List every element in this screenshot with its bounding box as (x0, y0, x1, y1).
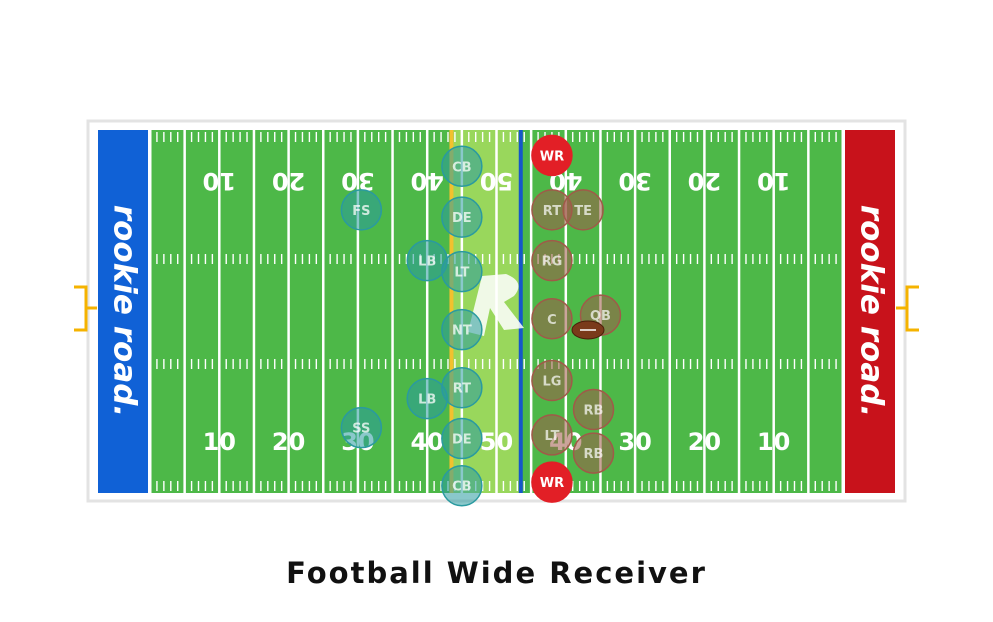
left-endzone-brand: rookie road. (107, 205, 143, 417)
offense-player-label: RT (543, 204, 561, 219)
offense-player-label: LT (544, 429, 559, 444)
players: CB DE LT NT RT DE CB LB LB FS SS RT RG C LG LT TE QB RB RB W… (340, 134, 622, 507)
defense-player-marker (406, 239, 448, 282)
yard-numbers: 101020203030404050504040303020201010 (203, 167, 791, 456)
offense-player: LG (531, 359, 573, 402)
defense-player-label: LB (418, 255, 436, 270)
yard-number-top: 40 (410, 167, 443, 195)
right-endzone (845, 130, 895, 493)
wide-receiver-label: WR (540, 149, 564, 164)
offense-player: C (531, 298, 573, 340)
yard-number-top: 20 (272, 167, 305, 195)
yard-number-bottom: 10 (757, 428, 790, 456)
offense-player-marker (572, 432, 615, 474)
defense-player-label: LT (454, 266, 469, 281)
offense-player: TE (562, 189, 604, 231)
defense-player: RT (441, 366, 483, 409)
offense-player-marker (572, 388, 615, 431)
offense-player-marker (562, 189, 604, 231)
yard-number-bottom: 20 (272, 428, 305, 456)
offense-player-label: RG (542, 255, 563, 270)
defense-player-label: LB (418, 393, 436, 408)
defense-player: DE (441, 417, 483, 460)
football (571, 320, 605, 340)
offense-player: RB (572, 432, 615, 474)
defense-player-marker (340, 406, 383, 449)
offense-player: RG (531, 239, 573, 282)
defense-player: DE (441, 196, 483, 238)
wide-receiver-marker (531, 134, 573, 177)
wide-receiver: WR (531, 461, 573, 503)
defense-player-marker (441, 308, 483, 351)
defense-player: LB (406, 239, 448, 282)
offense-player-label: LG (542, 374, 561, 389)
defense-player-label: RT (453, 382, 471, 397)
offense-player-label: C (547, 313, 557, 328)
yard-number-bottom: 40 (410, 428, 443, 456)
yard-number-top: 30 (618, 167, 651, 195)
yard-number-bottom: 50 (480, 428, 513, 456)
left-endzone (98, 130, 148, 493)
defense-player-label: NT (452, 324, 472, 339)
defense-player: CB (441, 145, 483, 188)
defense-player-label: SS (352, 422, 370, 437)
wide-receiver: WR (531, 134, 573, 177)
defense-player: LB (406, 377, 448, 420)
yard-number-bottom: 30 (618, 428, 651, 456)
defense-player: FS (340, 189, 383, 231)
defense-player: CB (441, 464, 483, 507)
offense-player: LT (531, 414, 573, 456)
defense-player: LT (441, 250, 483, 293)
yard-number-top: 20 (688, 167, 721, 195)
rookie-road-logo (468, 274, 524, 336)
page-title: Football Wide Receiver (286, 556, 707, 590)
defense-player-marker (441, 417, 483, 460)
offense-player-label: QB (590, 309, 611, 324)
right-endzone-brand: rookie road. (854, 205, 890, 417)
yard-number-top: 10 (203, 167, 236, 195)
offense-player-label: RB (584, 447, 604, 462)
yard-number-top: 10 (757, 167, 790, 195)
yard-number-bottom: 10 (203, 428, 236, 456)
defense-player-label: CB (452, 160, 471, 175)
defense-player-label: DE (452, 211, 472, 226)
offense-player-marker (531, 298, 573, 340)
wide-receiver-label: WR (540, 476, 564, 491)
defense-player-label: FS (352, 204, 370, 219)
defense-player: SS (340, 406, 383, 449)
goalpost-left (74, 285, 97, 332)
offense-player-label: RB (584, 404, 604, 419)
defense-player-marker (406, 377, 448, 420)
defense-player-label: CB (452, 480, 471, 495)
offense-player: RB (572, 388, 615, 431)
wide-receiver-marker (531, 461, 573, 503)
offense-player-marker (531, 239, 573, 282)
offense-player-label: TE (574, 204, 592, 219)
offense-player-marker (531, 359, 573, 402)
yard-number-top: 50 (480, 167, 513, 195)
offense-player-marker (531, 414, 573, 456)
goalposts (74, 285, 919, 332)
defense-player-label: DE (452, 433, 472, 448)
rookie-road-logo-mark (468, 274, 524, 336)
defense-player-marker (441, 196, 483, 238)
defense-player-marker (340, 189, 383, 231)
yard-number-bottom: 20 (688, 428, 721, 456)
defense-player-marker (441, 464, 483, 507)
goalpost-right (896, 285, 919, 332)
defense-player: NT (441, 308, 483, 351)
defense-player-marker (441, 145, 483, 188)
offense-player: RT (531, 189, 573, 231)
